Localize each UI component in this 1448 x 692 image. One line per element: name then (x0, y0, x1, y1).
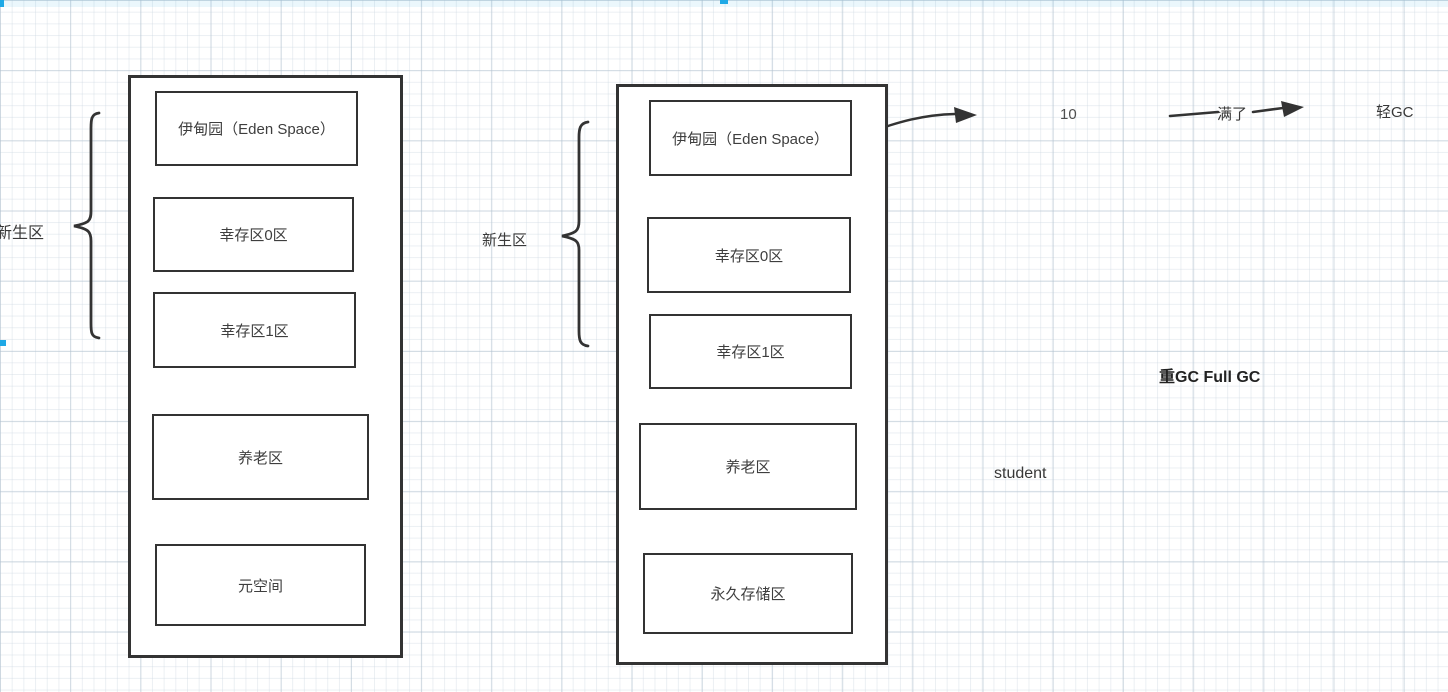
brace-left[interactable] (73, 111, 101, 340)
box-label: 永久存储区 (710, 586, 786, 603)
box-label: 伊甸园（Eden Space） (672, 130, 829, 148)
full-label[interactable]: 满了 (1217, 106, 1248, 123)
full-arrow-head[interactable] (1281, 101, 1304, 117)
student-label[interactable]: student (994, 465, 1047, 482)
minor-gc-label[interactable]: 轻GC (1376, 104, 1414, 121)
box-label: 元空间 (237, 577, 283, 595)
full-label-line[interactable] (1168, 110, 1220, 118)
box-label: 伊甸园（Eden Space） (178, 121, 335, 138)
box-survivor0-right[interactable]: 幸存区0区 (647, 217, 851, 293)
canvas-edge-marker (720, 0, 728, 4)
newgen-label-left[interactable]: 新生区 (0, 225, 45, 242)
box-label: 养老区 (725, 459, 771, 476)
box-metaspace-left[interactable]: 元空间 (155, 544, 366, 626)
canvas-edge-marker (0, 0, 4, 7)
box-label: 幸存区0区 (714, 247, 784, 265)
full-gc-label[interactable]: 重GC Full GC (1159, 369, 1261, 386)
box-oldgen-left[interactable]: 养老区 (152, 414, 369, 500)
brace-right[interactable] (561, 120, 590, 348)
box-survivor1-right[interactable]: 幸存区1区 (649, 314, 852, 389)
box-survivor0-left[interactable]: 幸存区0区 (153, 197, 354, 272)
eden-count-label[interactable]: 10 (1060, 106, 1077, 123)
full-arrow-line[interactable] (1251, 106, 1285, 114)
box-label: 幸存区1区 (220, 322, 289, 340)
box-oldgen-right[interactable]: 养老区 (639, 423, 857, 510)
box-permgen-right[interactable]: 永久存储区 (643, 553, 853, 634)
box-eden-left[interactable]: 伊甸园（Eden Space） (155, 91, 358, 166)
canvas-edge-marker (0, 340, 6, 346)
eden-arrow-head[interactable] (954, 107, 977, 123)
newgen-label-right[interactable]: 新生区 (482, 232, 528, 249)
box-label: 幸存区0区 (219, 227, 288, 244)
box-survivor1-left[interactable]: 幸存区1区 (153, 292, 356, 368)
box-eden-right[interactable]: 伊甸园（Eden Space） (649, 100, 852, 176)
box-label: 养老区 (237, 449, 283, 467)
box-label: 幸存区1区 (716, 344, 785, 361)
